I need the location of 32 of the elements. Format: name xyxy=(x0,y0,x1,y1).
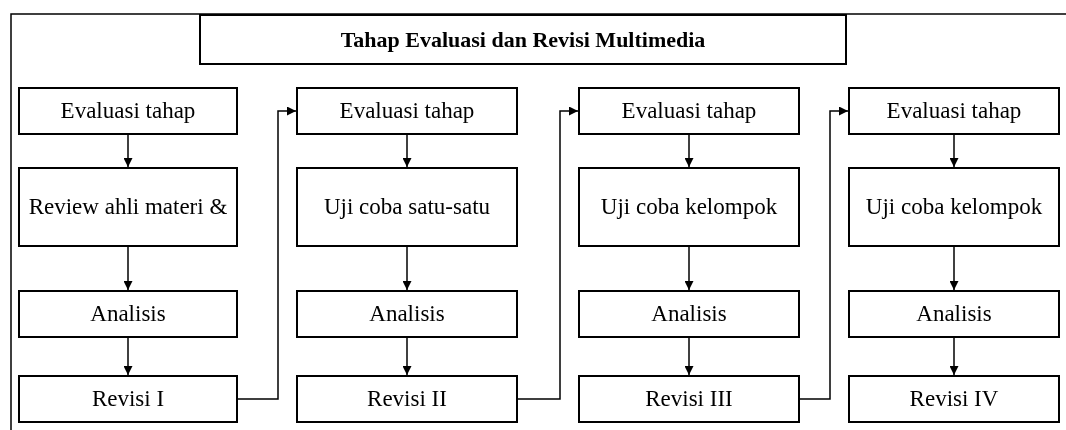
revision-box: Revisi III xyxy=(578,375,800,423)
arrow xyxy=(684,246,694,291)
arrow xyxy=(949,134,959,168)
stage-box: Evaluasi tahap xyxy=(18,87,238,135)
arrow xyxy=(402,134,412,168)
arrow xyxy=(402,337,412,376)
arrow xyxy=(123,337,133,376)
arrow xyxy=(949,337,959,376)
diagram-title: Tahap Evaluasi dan Revisi Multimedia xyxy=(199,14,847,65)
process-box: Uji coba kelompok xyxy=(578,167,800,247)
revision-box: Revisi II xyxy=(296,375,518,423)
arrow xyxy=(123,134,133,168)
revision-box: Revisi I xyxy=(18,375,238,423)
arrow xyxy=(684,134,694,168)
analysis-box: Analisis xyxy=(578,290,800,338)
stage-box: Evaluasi tahap xyxy=(578,87,800,135)
analysis-box: Analisis xyxy=(296,290,518,338)
arrow xyxy=(949,246,959,291)
arrow xyxy=(684,337,694,376)
process-box: Review ahli materi & xyxy=(18,167,238,247)
arrow xyxy=(123,246,133,291)
stage-box: Evaluasi tahap xyxy=(848,87,1060,135)
process-box: Uji coba satu-satu xyxy=(296,167,518,247)
analysis-box: Analisis xyxy=(848,290,1060,338)
arrow xyxy=(237,106,297,400)
arrow xyxy=(799,106,849,400)
revision-box: Revisi IV xyxy=(848,375,1060,423)
arrow xyxy=(402,246,412,291)
arrow xyxy=(517,106,579,400)
stage-box: Evaluasi tahap xyxy=(296,87,518,135)
process-box: Uji coba kelompok xyxy=(848,167,1060,247)
analysis-box: Analisis xyxy=(18,290,238,338)
